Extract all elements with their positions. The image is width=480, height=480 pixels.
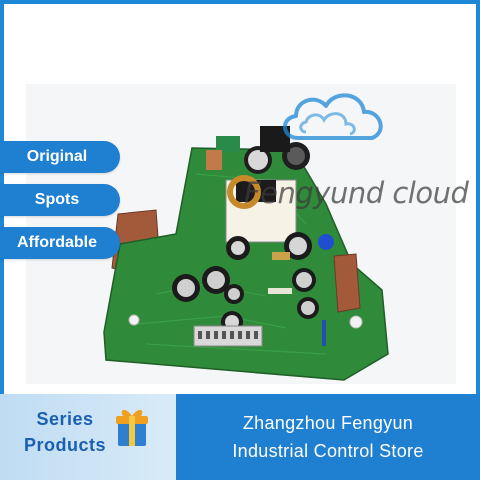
badge-spots: Spots: [0, 184, 120, 216]
store-name-line2: Industrial Control Store: [232, 441, 424, 461]
badge-original: Original: [0, 141, 120, 173]
watermark-text: Fengyund cloud: [244, 176, 469, 210]
gift-icon: [116, 409, 148, 446]
series-products-panel: Series Products: [0, 394, 176, 480]
series-line: Series: [36, 409, 94, 429]
cloud-icon: [283, 93, 383, 140]
products-line: Products: [23, 435, 106, 455]
store-banner: Zhangzhou Fengyun Industrial Control Sto…: [176, 394, 480, 480]
badge-affordable: Affordable: [0, 227, 120, 259]
store-name-line1: Zhangzhou Fengyun: [242, 413, 414, 433]
circuit-board-photo: [103, 126, 389, 381]
product-photo: [26, 84, 456, 384]
series-products-label: Series Products: [10, 406, 120, 458]
